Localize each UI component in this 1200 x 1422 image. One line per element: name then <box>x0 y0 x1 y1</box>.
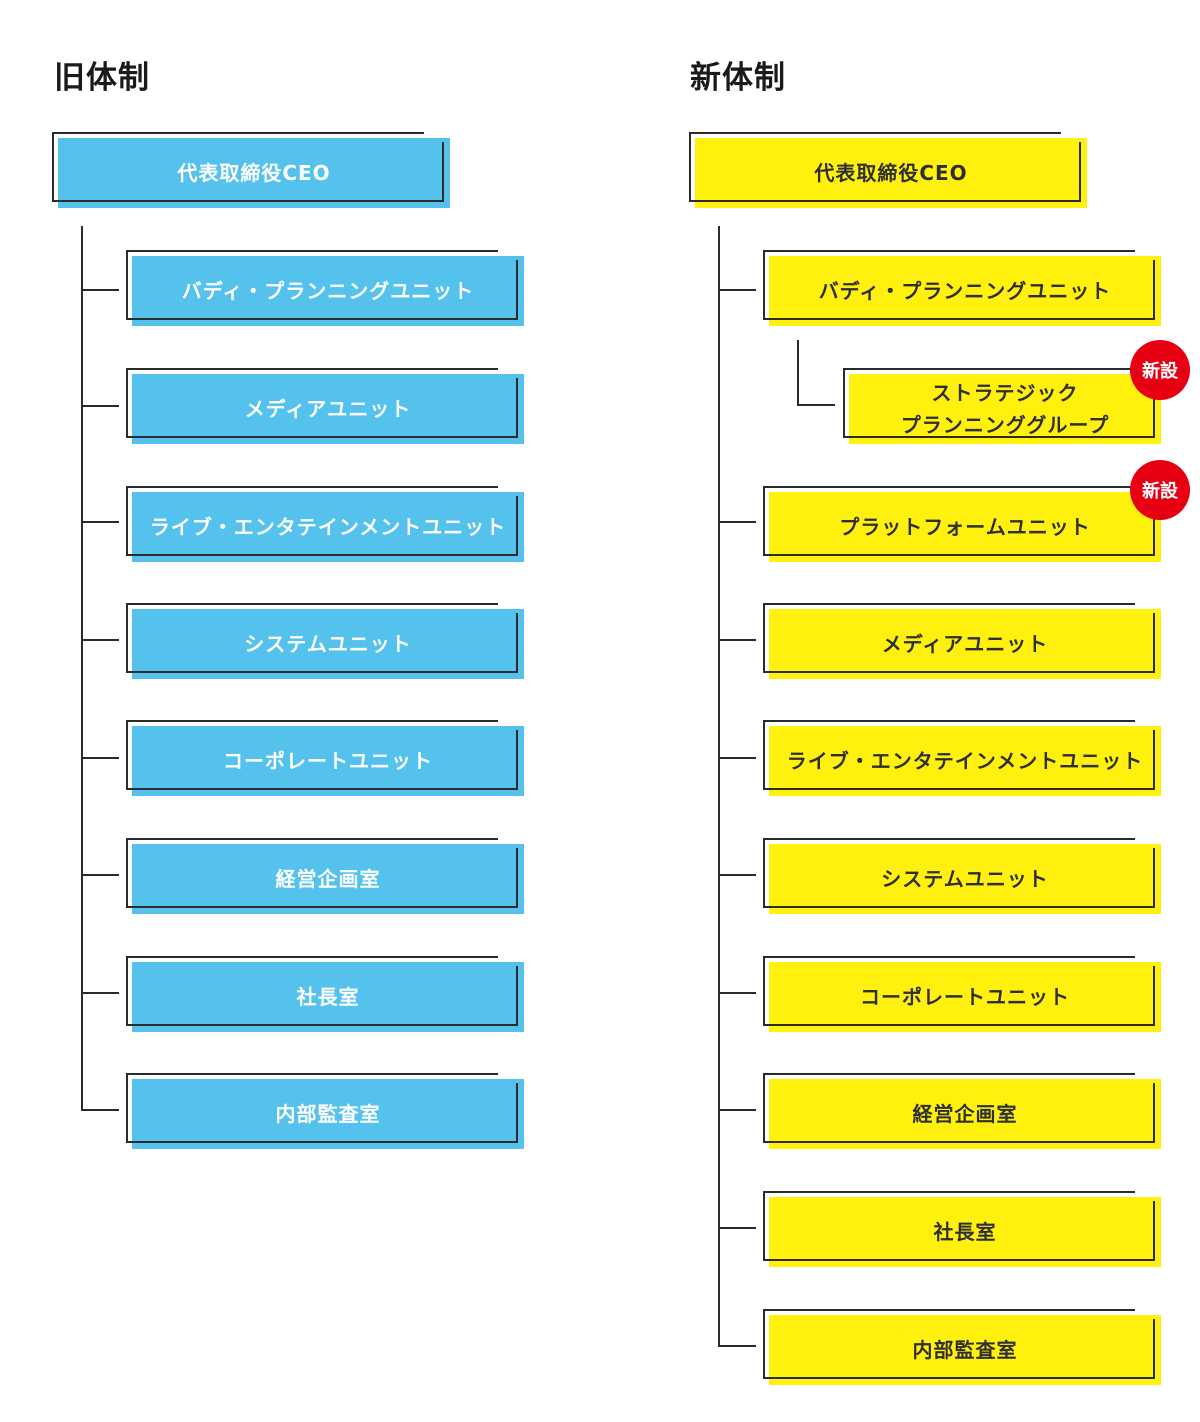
old-unit-label: コーポレートユニット <box>223 749 433 773</box>
old-unit-label: 内部監査室 <box>275 1102 381 1126</box>
old-unit-label: バディ・プランニングユニット <box>181 279 475 303</box>
old-branch-line <box>81 289 119 291</box>
old-trunk-line <box>81 226 83 1111</box>
old-unit-box: コーポレートユニット <box>126 720 524 796</box>
new-structure-heading: 新体制 <box>690 60 786 96</box>
new-branch-line <box>718 1345 756 1347</box>
old-branch-line <box>81 639 119 641</box>
new-branch-line <box>718 289 756 291</box>
old-unit-box: システムユニット <box>126 603 524 679</box>
new-ceo-box: 代表取締役CEO <box>689 132 1087 208</box>
old-branch-line <box>81 521 119 523</box>
old-unit-box: バディ・プランニングユニット <box>126 250 524 326</box>
old-ceo-label: 代表取締役CEO <box>177 161 331 185</box>
new-branch-line <box>718 1109 756 1111</box>
old-unit-box: 経営企画室 <box>126 838 524 914</box>
old-branch-line <box>81 992 119 994</box>
old-unit-box: ライブ・エンタテインメントユニット <box>126 486 524 562</box>
new-badge: 新設 <box>1130 340 1190 400</box>
old-ceo-box: 代表取締役CEO <box>52 132 450 208</box>
new-branch-line <box>718 1227 756 1229</box>
new-trunk-line <box>718 226 720 1347</box>
new-badge: 新設 <box>1130 460 1190 520</box>
new-ceo-label: 代表取締役CEO <box>814 161 968 185</box>
old-unit-label: ライブ・エンタテインメントユニット <box>149 515 507 539</box>
old-unit-label: 社長室 <box>296 985 360 1009</box>
new-sub-branch-line <box>797 404 835 406</box>
new-unit-box: バディ・プランニングユニット <box>763 250 1161 326</box>
new-branch-line <box>718 521 756 523</box>
new-branch-line <box>718 874 756 876</box>
new-unit-label: 内部監査室 <box>912 1338 1018 1362</box>
new-unit-box: 経営企画室 <box>763 1073 1161 1149</box>
new-sub-trunk-line <box>797 340 799 406</box>
old-unit-label: メディアユニット <box>244 397 412 421</box>
old-unit-label: システムユニット <box>244 632 412 656</box>
old-branch-line <box>81 874 119 876</box>
new-sub-unit-label: ストラテジック プランニンググループ <box>900 381 1110 437</box>
new-unit-box: メディアユニット <box>763 603 1161 679</box>
new-unit-label: バディ・プランニングユニット <box>818 279 1112 303</box>
new-unit-label: システムユニット <box>881 867 1049 891</box>
new-sub-unit-box: ストラテジック プランニンググループ <box>843 368 1161 444</box>
old-unit-label: 経営企画室 <box>275 867 381 891</box>
new-unit-label: コーポレートユニット <box>860 985 1070 1009</box>
old-branch-line <box>81 1109 119 1111</box>
old-unit-box: 社長室 <box>126 956 524 1032</box>
new-unit-box: システムユニット <box>763 838 1161 914</box>
new-branch-line <box>718 992 756 994</box>
new-unit-box: プラットフォームユニット <box>763 486 1161 562</box>
new-unit-box: 社長室 <box>763 1191 1161 1267</box>
old-branch-line <box>81 405 119 407</box>
new-branch-line <box>718 639 756 641</box>
new-unit-box: コーポレートユニット <box>763 956 1161 1032</box>
new-branch-line <box>718 757 756 759</box>
new-unit-label: 社長室 <box>933 1220 997 1244</box>
new-unit-box: 内部監査室 <box>763 1309 1161 1385</box>
old-structure-heading: 旧体制 <box>54 60 150 96</box>
old-branch-line <box>81 757 119 759</box>
new-unit-label: ライブ・エンタテインメントユニット <box>786 749 1144 773</box>
new-unit-label: プラットフォームユニット <box>839 515 1091 539</box>
old-unit-box: 内部監査室 <box>126 1073 524 1149</box>
new-unit-box: ライブ・エンタテインメントユニット <box>763 720 1161 796</box>
new-unit-label: 経営企画室 <box>912 1102 1018 1126</box>
new-unit-label: メディアユニット <box>881 632 1049 656</box>
old-unit-box: メディアユニット <box>126 368 524 444</box>
